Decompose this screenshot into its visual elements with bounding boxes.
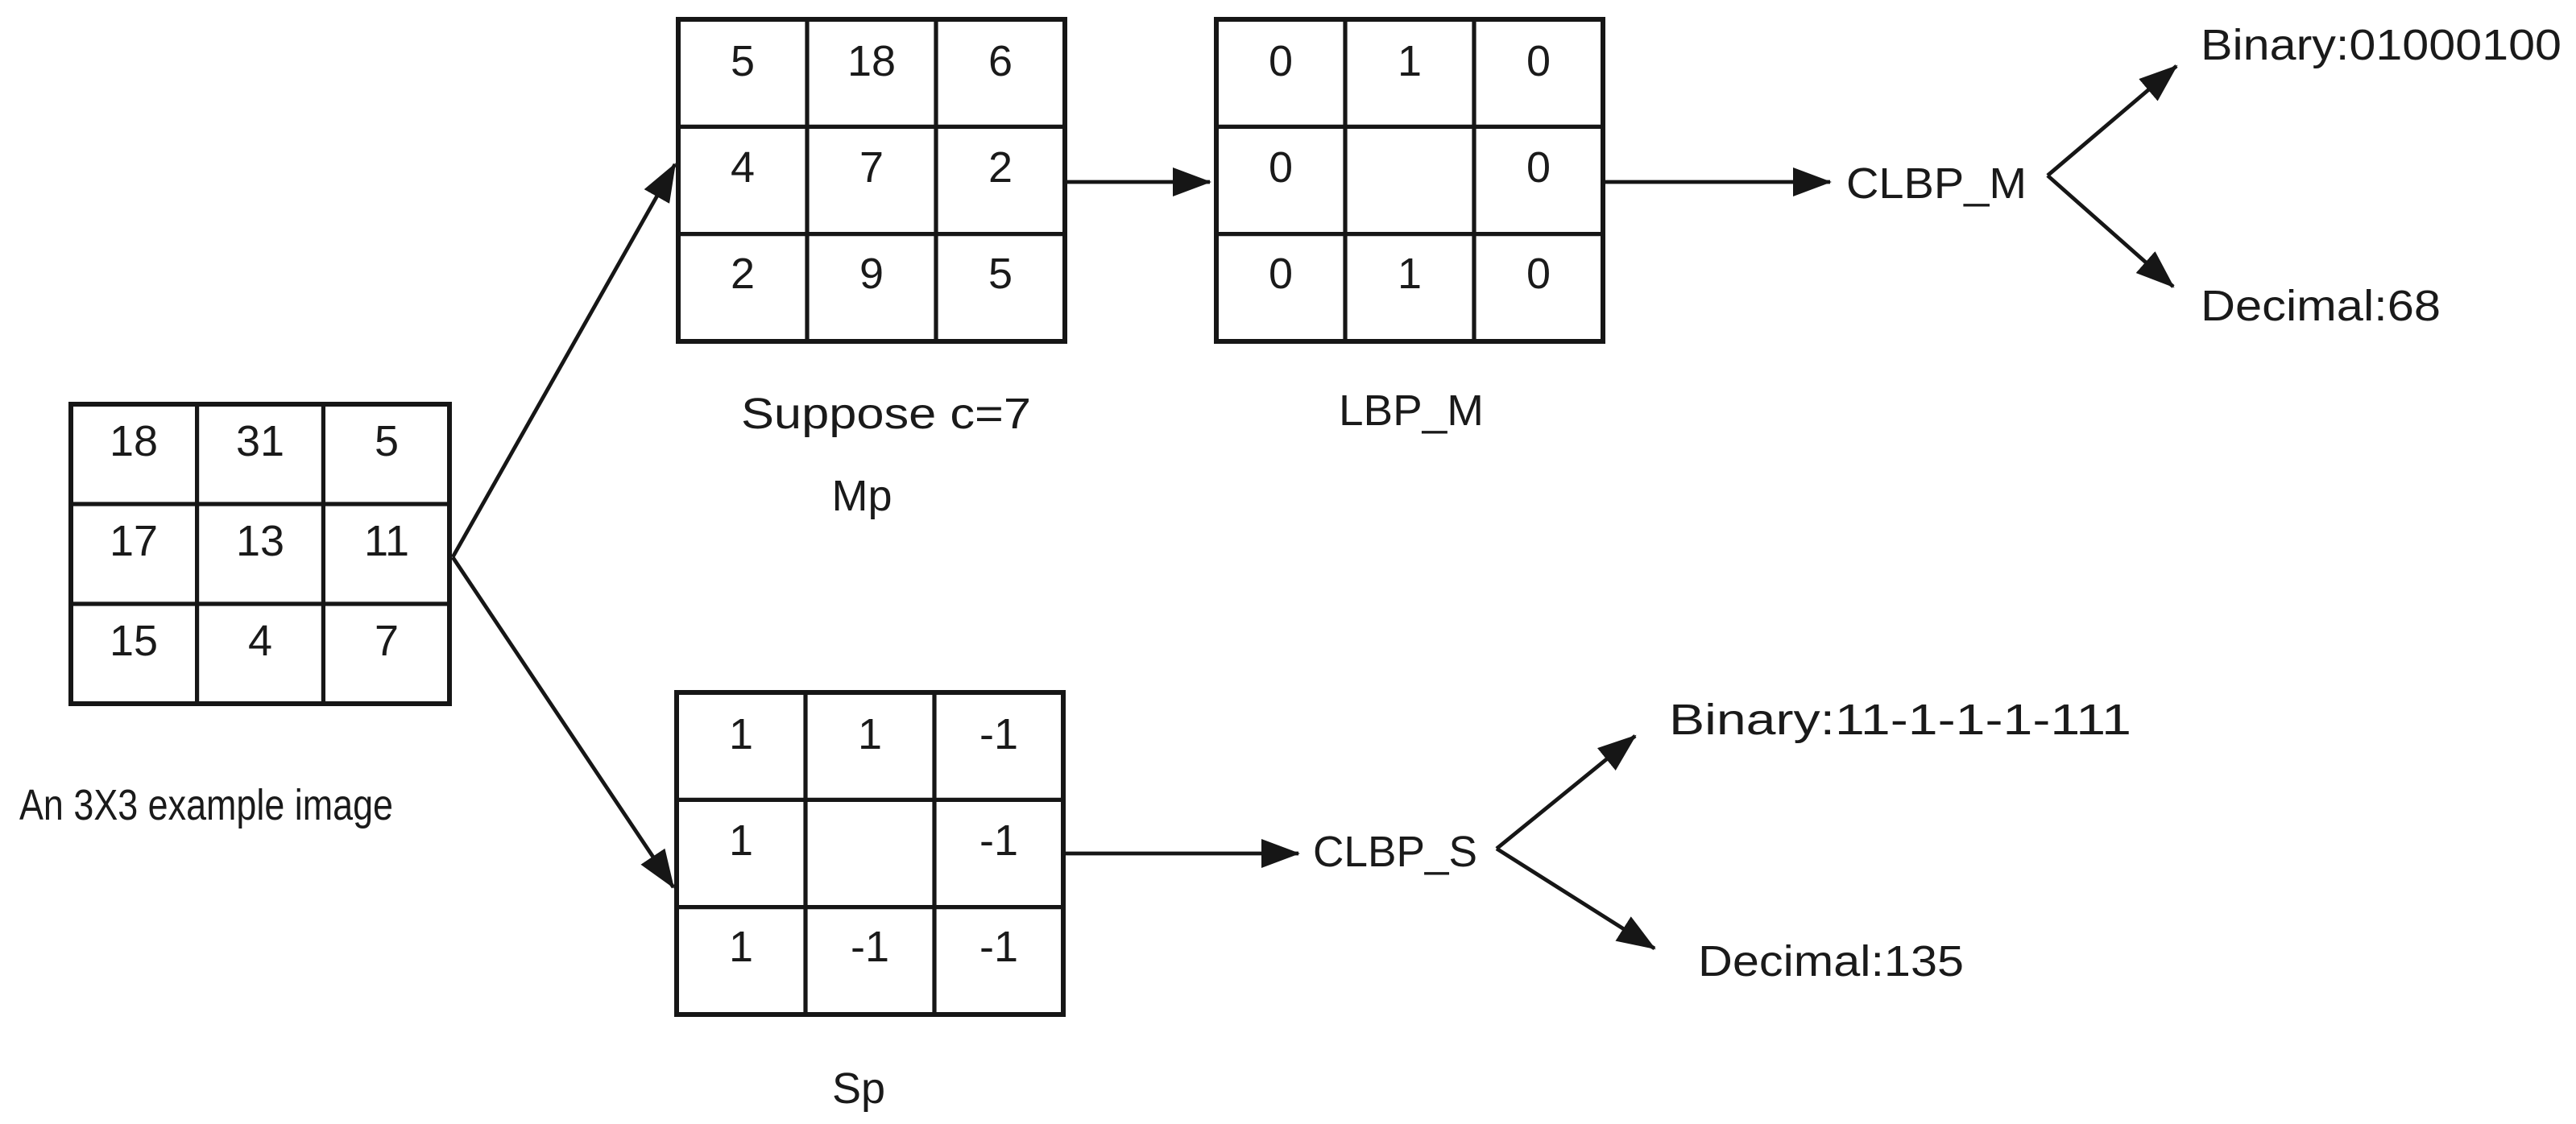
sp-cell-r0c1: 1: [858, 710, 882, 758]
example-cell-r2c0: 15: [110, 617, 158, 665]
mp-cell-r1c2: 2: [988, 143, 1013, 192]
lbpm-cell-r2c1: 1: [1398, 250, 1422, 298]
clbps-decimal-label: Decimal:135: [1698, 937, 1964, 986]
mp-cell-r0c2: 6: [988, 37, 1013, 85]
example-cell-r1c2: 11: [364, 517, 409, 565]
mp-grid-caption: Mp: [831, 472, 892, 520]
clbps-branch: CLBP_S Binary:11-1-1-1-111 Decimal:135: [1313, 696, 2131, 986]
lbpm-cell-r0c1: 1: [1398, 37, 1422, 85]
mp-grid-caption-suppose: Suppose c=7: [741, 390, 1031, 438]
lbpm-grid-caption: LBP_M: [1339, 386, 1484, 435]
example-grid-caption: An 3X3 example image: [19, 781, 393, 829]
sp-cell-r0c2: -1: [979, 710, 1018, 758]
sp-cell-r2c1: -1: [851, 923, 889, 971]
arrow-clbpm-to-binary: [2046, 64, 2178, 177]
example-cell-r1c1: 13: [236, 517, 284, 565]
example-cell-r2c2: 7: [375, 617, 399, 665]
lbpm-cell-r1c2: 0: [1526, 143, 1551, 192]
arrow-clbps-to-decimal: [1495, 846, 1656, 951]
mp-cell-r2c2: 5: [988, 250, 1013, 298]
example-cell-r0c0: 18: [110, 417, 158, 465]
clbpm-branch: CLBP_M Binary:01000100 Decimal:68: [1846, 21, 2562, 330]
sp-cell-r1c0: 1: [729, 816, 753, 865]
sp-grid: 1 1 -1 1 -1 1 -1 -1 Sp: [674, 690, 1066, 1113]
example-cell-r0c1: 31: [236, 417, 284, 465]
lbpm-cell-r2c0: 0: [1269, 250, 1293, 298]
arrow-clbps-to-binary: [1495, 734, 1637, 850]
clbpm-label: CLBP_M: [1846, 159, 2027, 208]
sp-cell-r2c2: -1: [979, 923, 1018, 971]
lbpm-grid: 0 1 0 0 0 0 1 0 LBP_M: [1214, 17, 1605, 435]
example-cell-r0c2: 5: [375, 417, 399, 465]
clbps-binary-label: Binary:11-1-1-1-111: [1669, 696, 2131, 744]
lbpm-cell-r0c0: 0: [1269, 37, 1293, 85]
clbpm-decimal-label: Decimal:68: [2201, 282, 2441, 330]
arrow-clbpm-to-decimal: [2046, 174, 2175, 288]
mp-cell-r2c0: 2: [731, 250, 755, 298]
example-cell-r2c1: 4: [248, 617, 272, 665]
sp-cell-r2c0: 1: [729, 923, 753, 971]
sp-cell-r1c2: -1: [979, 816, 1018, 865]
lbpm-cell-r1c0: 0: [1269, 143, 1293, 192]
arrow-example-to-mp: [450, 163, 677, 559]
arrow-example-to-sp: [451, 556, 675, 889]
example-grid: 18 31 5 17 13 11 15 4 7 An 3X3 example i…: [19, 402, 452, 829]
lbpm-cell-r2c2: 0: [1526, 250, 1551, 298]
clbpm-binary-label: Binary:01000100: [2201, 21, 2562, 69]
mp-grid: 5 18 6 4 7 2 2 9 5 Suppose c=7 Mp: [676, 17, 1067, 520]
mp-cell-r1c1: 7: [859, 143, 884, 192]
example-grid-border: [68, 402, 452, 706]
mp-cell-r0c1: 18: [847, 37, 896, 85]
connectors: [450, 64, 2178, 951]
mp-cell-r2c1: 9: [859, 250, 884, 298]
sp-grid-caption: Sp: [832, 1064, 885, 1113]
lbpm-cell-r0c2: 0: [1526, 37, 1551, 85]
example-cell-r1c0: 17: [110, 517, 158, 565]
sp-cell-r0c0: 1: [729, 710, 753, 758]
mp-cell-r0c0: 5: [731, 37, 755, 85]
mp-cell-r1c0: 4: [731, 143, 755, 192]
clbps-label: CLBP_S: [1313, 828, 1477, 876]
